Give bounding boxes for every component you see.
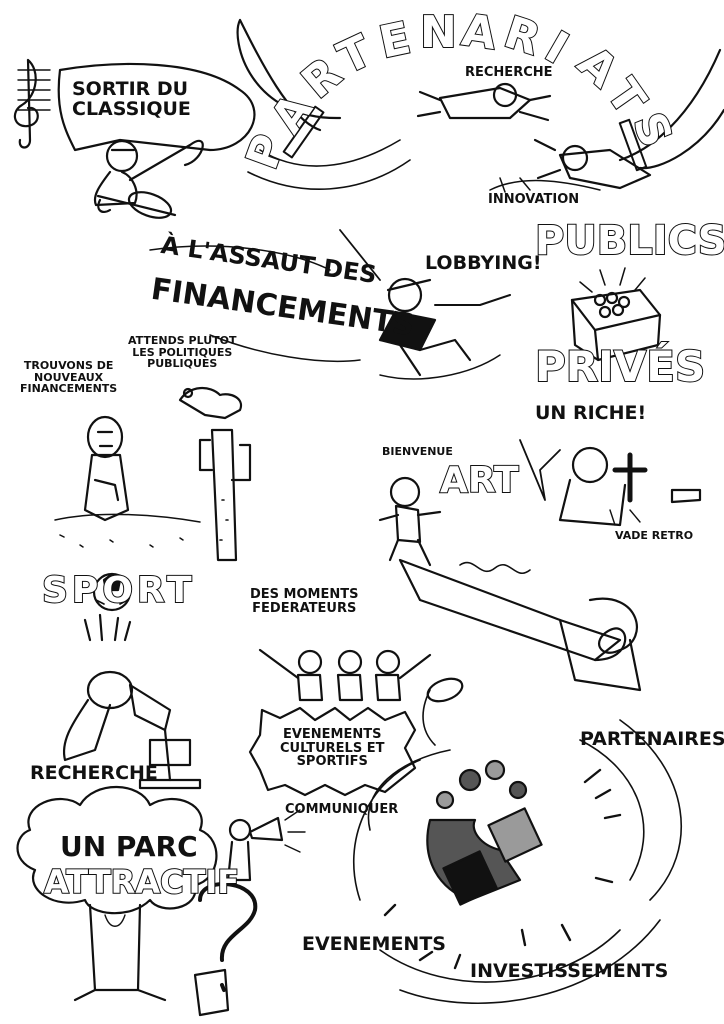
attends-label: ATTENDS PLUTOT LES POLITIQUES PUBLIQUES — [128, 334, 237, 371]
innovation-flyer — [499, 138, 652, 193]
violinist-figure — [93, 139, 204, 219]
researcher-microscope — [62, 670, 202, 790]
sortir-du-classique-label: SORTIR DU CLASSIQUE — [72, 78, 191, 120]
megaphone-figure — [226, 809, 306, 882]
communiquer-label: COMMUNIQUER — [285, 802, 399, 817]
trouvons-label: TROUVONS DE NOUVEAUX FINANCEMENTS — [20, 359, 118, 396]
burst-shape — [248, 706, 417, 797]
lobbying-label: LOBBYING! — [425, 252, 542, 274]
vade-retro-figure — [519, 439, 702, 527]
red-carpet-scroll — [398, 558, 642, 692]
naked-man-figure — [54, 415, 201, 548]
art-label: ART — [439, 460, 520, 501]
recherche-bottom-label: RECHERCHE — [30, 762, 158, 784]
moments-federateurs-label: DES MOMENTS FEDERATEURS — [250, 587, 359, 616]
sortir-banner — [57, 62, 256, 152]
evenements-culturels-label: EVENEMENTS CULTURELS ET SPORTIFS — [280, 727, 385, 770]
cactus-icon — [178, 387, 252, 562]
money-box-icon — [570, 267, 662, 362]
tree-trunk — [73, 903, 167, 1002]
evenements-label: EVENEMENTS — [302, 933, 446, 955]
lobbying-figure — [149, 229, 511, 380]
prives-label: PRIVÉS — [534, 342, 706, 391]
attractif-label: ATTRACTIF — [43, 863, 240, 901]
sport-label: SPORT — [41, 570, 196, 611]
trapeze-swing-left — [236, 18, 411, 191]
innovation-label: INNOVATION — [488, 192, 580, 207]
treble-clef-icon — [13, 58, 51, 149]
un-parc-label: UN PARC — [60, 830, 198, 863]
vade-retro-label: VADE RETRO — [615, 529, 694, 542]
investissements-label: INVESTISSEMENTS — [470, 960, 669, 982]
recherche-flyer — [416, 82, 552, 122]
soccer-ball-icon — [92, 572, 132, 612]
art-figure — [378, 476, 442, 567]
tree-cloud — [16, 785, 218, 915]
bienvenue-label: BIENVENUE — [382, 445, 453, 458]
title-letter: N — [419, 7, 459, 58]
un-riche-label: UN RICHE! — [535, 402, 647, 424]
team-figures — [258, 648, 464, 746]
recherche-top-label: RECHERCHE — [465, 65, 553, 80]
publics-label: PUBLICS — [534, 218, 724, 264]
stage-box — [193, 968, 230, 1017]
magnet-icon — [352, 719, 682, 1005]
question-mark — [198, 882, 258, 992]
attraction-arrows — [383, 768, 622, 970]
innovation-line — [489, 179, 601, 191]
partenaires-label: PARTENAIRES — [580, 728, 724, 750]
title-letter: A — [458, 4, 503, 62]
cheering-hands — [83, 613, 132, 642]
